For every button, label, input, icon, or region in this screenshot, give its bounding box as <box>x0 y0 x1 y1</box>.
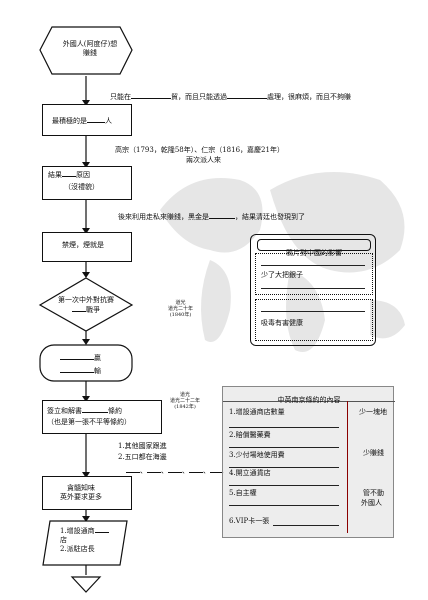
opium-impact-item-2: 吸毒有害健康 <box>261 319 303 327</box>
treaty-item-5: 5.自主權 <box>229 489 257 497</box>
treaty-item-6: 6.VIP卡一張 <box>229 517 270 525</box>
opium-impact-blank-2 <box>261 311 365 312</box>
treaty-label: 簽立和解書條約 <box>47 407 122 415</box>
five-ports-blanks: 、、、、 <box>126 466 224 476</box>
note-envoys: 高宗（1793，乾隆58年）、仁宗（1816，嘉慶21年） <box>115 146 284 154</box>
treaty-item-2: 2.賠償醫藥費 <box>229 431 271 439</box>
start-label: 外國人(阿度仔)想賺錢 <box>62 40 118 57</box>
note-smuggling: 後來利用走私來賺錢，黑金是，結果清廷也發現到了 <box>118 213 305 221</box>
most-active-label: 最積極的是人 <box>52 117 112 125</box>
treaty-note-4: 外國人 <box>361 499 382 507</box>
treaty-blank-5 <box>229 505 339 506</box>
most-active-box <box>42 104 132 136</box>
note-trade-restriction: 只能在貿，而且只能透過處理，很麻煩，而且不夠賺 <box>110 93 351 101</box>
treaty-blank-6 <box>273 525 339 526</box>
demands-label: 1.增設通商 店 2.派駐店長 <box>60 526 109 554</box>
result-lose: 輸 <box>60 366 101 376</box>
treaty-box <box>42 400 162 434</box>
treaty-contents-panel: 中英南京條約的內容 1.增設通商店數量 2.賠償醫藥費 3.少付場地使用費 4.… <box>222 386 395 538</box>
treaty-note-3: 管不動 <box>363 489 384 497</box>
opium-impact-panel: 鴉片對中國的影響 少了大把銀子 吸毒有害健康 <box>250 234 376 346</box>
timeline-1842: 道光道光二十二年(1842年) <box>170 392 201 410</box>
opium-impact-item-1: 少了大把銀子 <box>261 271 303 279</box>
treaty-item-3: 3.少付場地使用費 <box>229 451 285 459</box>
treaty-panel-header: 中英南京條約的內容 <box>223 387 395 404</box>
treaty-blank-4 <box>229 485 339 486</box>
treaty-blank-3 <box>229 467 339 468</box>
result-reason-box <box>42 166 132 200</box>
treaty-note: （也是第一張不平等條約） <box>47 418 131 426</box>
result-reason-note: （沒禮貌） <box>64 183 99 191</box>
opium-impact-title-box: 鴉片對中國的影響 <box>257 239 371 257</box>
ban-opium-box <box>42 232 132 262</box>
treaty-blank-2 <box>229 447 339 448</box>
ban-opium-label: 禁煙，煙就是 <box>62 241 104 249</box>
greedy-box <box>42 476 132 510</box>
consequence-2: 2.五口都在海邊 <box>118 453 167 461</box>
treaty-note-1: 少一塊地 <box>359 408 387 416</box>
note-envoys-line2: 兩次派人來 <box>186 156 221 164</box>
treaty-panel-divider <box>347 401 348 533</box>
result-win: 贏 <box>60 353 101 363</box>
opium-impact-blank-1 <box>261 265 365 266</box>
greedy-label: 貪髓知味英外要求更多 <box>60 484 102 501</box>
opium-impact-blank-1b <box>261 288 365 289</box>
treaty-panel-title: 中英南京條約的內容 <box>277 396 341 404</box>
opium-impact-item-box-2 <box>255 299 373 341</box>
consequence-1: 1.其他國家跟進 <box>118 442 167 450</box>
timeline-1840: 道光道光二十年(1840年) <box>168 300 194 318</box>
decision-label: 第一次中外對抗賽 戰爭 <box>58 296 114 314</box>
opium-impact-item-box-1 <box>255 253 373 295</box>
treaty-item-4: 4.開立通貨店 <box>229 469 271 477</box>
treaty-item-1: 1.增設通商店數量 <box>229 408 285 416</box>
treaty-blank-1 <box>229 427 339 428</box>
treaty-note-2: 少賺錢 <box>363 449 384 457</box>
result-reason-label: 結果原因 <box>48 171 90 179</box>
